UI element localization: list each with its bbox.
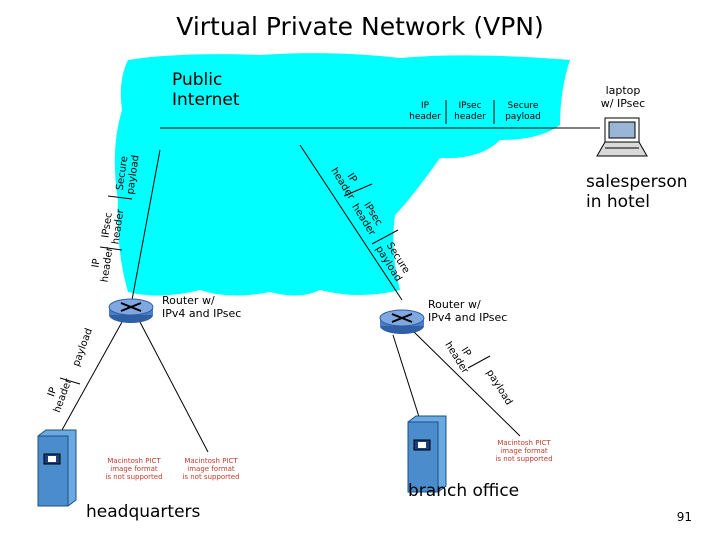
branch-office-label: branch office bbox=[408, 481, 520, 501]
cloud-label: Public Internet bbox=[172, 70, 240, 110]
link-hq-router-to-cloud bbox=[131, 149, 161, 301]
left-packet-divider-2 bbox=[107, 195, 133, 200]
top-packet-ipsec-header: IPsec header bbox=[454, 101, 486, 122]
hq-server-icon bbox=[37, 429, 77, 507]
hq-packet-divider bbox=[59, 377, 81, 385]
slide-title: Virtual Private Network (VPN) bbox=[176, 12, 544, 41]
branch-packet-divider bbox=[467, 355, 491, 369]
router-right-icon bbox=[379, 309, 425, 334]
laptop-label: laptop w/ IPsec bbox=[600, 84, 646, 110]
link-hq-router-to-pict2 bbox=[139, 321, 209, 453]
link-branch-router-to-pict bbox=[411, 329, 521, 437]
headquarters-label: headquarters bbox=[86, 502, 201, 522]
top-packet-ip-header: IP header bbox=[409, 101, 441, 122]
branch-server-icon bbox=[407, 415, 447, 493]
router-left-label: Router w/ IPv4 and IPsec bbox=[162, 294, 242, 320]
router-left-icon bbox=[108, 298, 154, 323]
pict-placeholder-hq-2: Macintosh PICT image format is not suppo… bbox=[182, 457, 240, 481]
link-hq-router-to-server bbox=[61, 321, 123, 431]
laptop-icon bbox=[596, 117, 648, 157]
router-right-label: Router w/ IPv4 and IPsec bbox=[428, 298, 508, 324]
internet-cloud bbox=[114, 53, 571, 296]
top-packet-secure-payload: Secure payload bbox=[505, 101, 541, 122]
mid-packet-divider-1 bbox=[343, 183, 373, 197]
pict-placeholder-hq-1: Macintosh PICT image format is not suppo… bbox=[105, 457, 163, 481]
pict-placeholder-branch: Macintosh PICT image format is not suppo… bbox=[495, 439, 553, 463]
link-cloud-to-branch-router bbox=[299, 144, 403, 301]
page-number: 91 bbox=[676, 510, 692, 524]
salesperson-label: salesperson in hotel bbox=[586, 172, 688, 212]
left-packet-divider-1 bbox=[99, 246, 123, 251]
mid-packet-divider-2 bbox=[371, 229, 399, 245]
link-branch-router-to-server bbox=[392, 334, 421, 421]
